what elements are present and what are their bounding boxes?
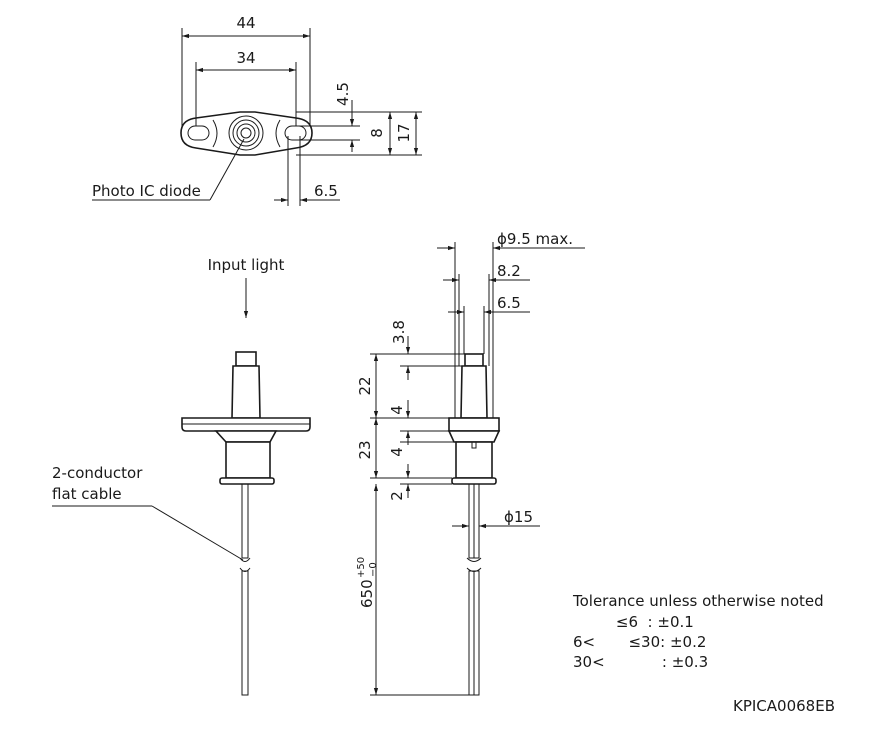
tolerance-title: Tolerance unless otherwise noted [573, 592, 824, 610]
drawing-code: KPICA0068EB [733, 697, 835, 715]
photo-ic-leader [209, 138, 245, 201]
side-view-left: Input light 2-conductor flat cable [52, 256, 311, 696]
right-body-lower [455, 441, 493, 479]
photo-ic-label: Photo IC diode [92, 182, 201, 200]
body-lower [225, 441, 271, 479]
dim-phi-15-text: ϕ15 [504, 508, 533, 526]
mount-hole-left [187, 125, 210, 141]
cable-label-line2: flat cable [52, 485, 122, 503]
dim-4a-text: 4 [388, 405, 406, 415]
cable-leader [151, 505, 244, 561]
cable-lower [241, 570, 249, 696]
dim-8-text: 8 [368, 128, 386, 138]
barrel-inner [236, 123, 256, 143]
cable-upper [241, 483, 249, 559]
tolerance-row-1: ≤6 : ±0.1 [573, 613, 694, 631]
input-light-label: Input light [208, 256, 285, 274]
flange-outline [180, 111, 313, 156]
dim-2-text: 2 [388, 491, 406, 501]
flange-relief-left [212, 119, 218, 148]
right-flange [448, 417, 500, 432]
top-view: 44 34 4.5 8 17 6.5 Photo IC diode [92, 14, 422, 206]
dim-650-text: 650 [358, 579, 376, 608]
tolerance-row-3: 30< : ±0.3 [573, 653, 709, 671]
flange-relief-right [275, 119, 281, 148]
dim-8-2-text: 8.2 [497, 262, 521, 280]
dim-22-text: 22 [356, 376, 374, 395]
dim-17-text: 17 [395, 123, 413, 142]
barrel-ring [232, 119, 260, 147]
dim-4-5-text: 4.5 [334, 82, 352, 106]
cable-label-line1: 2-conductor [52, 464, 143, 482]
sensor-barrel [231, 365, 261, 419]
tolerance-row-2: 6< ≤30: ±0.2 [573, 633, 707, 651]
right-barrel [460, 365, 488, 419]
dim-650-group: 650 +50 −0 [356, 557, 379, 608]
body-collar [214, 430, 278, 443]
dim-6-5-right-text: 6.5 [497, 294, 521, 312]
right-body-base [451, 477, 497, 485]
side-view-right: ϕ9.5 max. 8.2 6.5 3.8 22 4 23 [356, 230, 585, 696]
right-tip [464, 353, 484, 367]
dim-34-text: 34 [236, 49, 255, 67]
dim-44-text: 44 [236, 14, 255, 32]
barrel-outer [228, 115, 264, 151]
body-base [219, 477, 275, 485]
dim-650-sub: −0 [368, 562, 379, 577]
dim-phi-9-5-text: ϕ9.5 max. [497, 230, 573, 248]
dim-6-5-top-text: 6.5 [314, 182, 338, 200]
sensor-tip [235, 351, 257, 367]
dim-650-sup: +50 [356, 557, 367, 578]
photo-ic-window [240, 127, 252, 139]
dim-23-text: 23 [356, 440, 374, 459]
dim-4b-text: 4 [388, 447, 406, 457]
dim-3-8-text: 3.8 [390, 320, 408, 344]
